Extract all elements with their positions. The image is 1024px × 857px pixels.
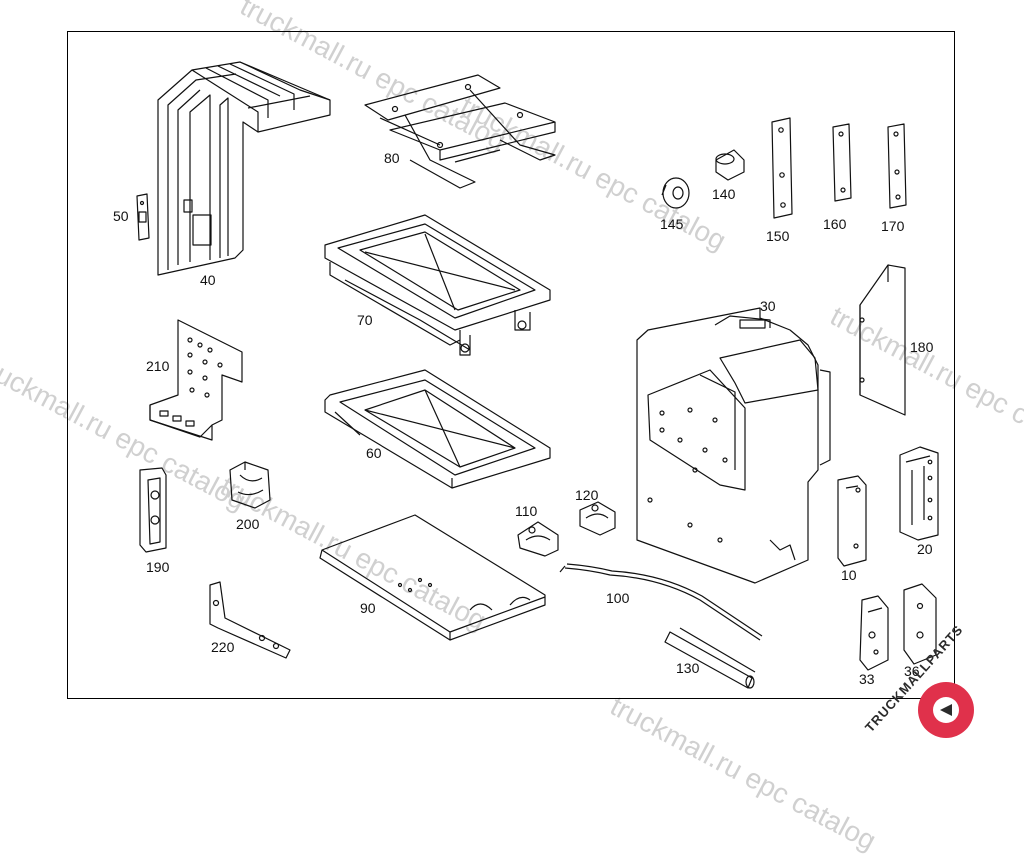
callout-140: 140 [712, 186, 736, 202]
callout-200: 200 [236, 516, 260, 532]
part-90-tray [319, 514, 546, 641]
part-145-ring [661, 177, 690, 209]
diagram-frame [67, 31, 955, 699]
callout-36: 36 [904, 663, 920, 679]
callout-10: 10 [841, 567, 857, 583]
part-60-tray [324, 369, 551, 489]
part-100-rod [559, 563, 763, 641]
part-36-latch [903, 583, 937, 665]
part-50-clip [136, 193, 150, 241]
part-170-bar [887, 123, 907, 209]
part-130-tube [664, 627, 756, 689]
part-70-tray [324, 214, 551, 356]
part-120-clamp [579, 501, 616, 536]
callout-120: 120 [575, 487, 599, 503]
callout-100: 100 [606, 590, 630, 606]
part-33-latch [859, 595, 889, 671]
callout-170: 170 [881, 218, 905, 234]
part-220-angle [209, 581, 291, 659]
callout-70: 70 [357, 312, 373, 328]
part-210-plate [149, 319, 243, 441]
callout-130: 130 [676, 660, 700, 676]
callout-50: 50 [113, 208, 129, 224]
callout-90: 90 [360, 600, 376, 616]
part-20-bracket [899, 446, 939, 541]
callout-40: 40 [200, 272, 216, 288]
callout-220: 220 [211, 639, 235, 655]
part-30-housing [636, 307, 831, 584]
part-180-plate [859, 264, 906, 416]
callout-150: 150 [766, 228, 790, 244]
callout-110: 110 [515, 503, 538, 519]
callout-190: 190 [146, 559, 170, 575]
callout-160: 160 [823, 216, 847, 232]
part-10-clip [837, 475, 867, 567]
parts-diagram [136, 61, 974, 738]
callout-210: 210 [146, 358, 170, 374]
callout-20: 20 [917, 541, 933, 557]
part-190-clamp [139, 467, 167, 553]
callout-60: 60 [366, 445, 382, 461]
part-40-bracket [157, 61, 331, 276]
part-150-bar [771, 117, 793, 219]
callout-30: 30 [760, 298, 776, 314]
part-160-bar [832, 123, 852, 202]
callout-145: 145 [660, 216, 684, 232]
callout-33: 33 [859, 671, 875, 687]
part-110-clamp [517, 521, 559, 557]
part-80-frame [364, 74, 556, 189]
callout-80: 80 [384, 150, 400, 166]
callout-180: 180 [910, 339, 934, 355]
part-200-clamp [229, 461, 271, 509]
part-140-sleeve [715, 149, 745, 181]
gear-logo-icon [918, 682, 974, 738]
